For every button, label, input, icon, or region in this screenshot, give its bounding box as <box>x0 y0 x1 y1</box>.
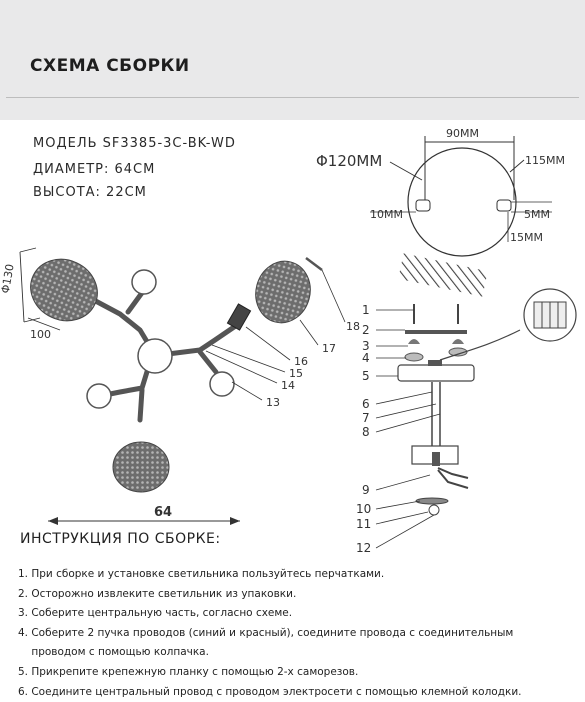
canopy-bottom-label: 15MM <box>510 231 543 244</box>
lamp-socket <box>226 303 252 331</box>
callout-11: 11 <box>356 517 371 531</box>
instruction-step: 4. Соберите 2 пучка проводов (синий и кр… <box>18 626 514 639</box>
callout-6: 6 <box>362 397 370 411</box>
callout-12: 12 <box>356 541 371 555</box>
canopy-box <box>397 364 475 382</box>
glass-globe <box>209 371 235 397</box>
instruction-step: 2. Осторожно извлеките светильник из упа… <box>18 587 297 600</box>
height-label: ВЫСОТА: 22СМ <box>33 185 147 200</box>
shade-width-label: 100 <box>30 328 51 341</box>
canopy-depth-label: 115MM <box>525 154 565 167</box>
instruction-step: 1. При сборке и установке светильника по… <box>18 568 385 580</box>
ceiling-hatch <box>398 253 488 297</box>
callout-17: 17 <box>322 342 336 355</box>
instruction-step: проводом с помощью колпачка. <box>18 646 209 659</box>
canopy-left-label: 10MM <box>370 208 403 221</box>
callout-15: 15 <box>289 367 303 380</box>
instruction-step: 3. Соберите центральную часть, согласно … <box>18 607 293 620</box>
callout-4: 4 <box>362 351 370 365</box>
mesh-shade <box>30 258 98 322</box>
shade-diameter-label: Φ130 <box>0 263 17 294</box>
instructions-list: 1. При сборке и установке светильника по… <box>18 565 522 702</box>
instruction-step: 5. Прикрепите крепежную планку с помощью… <box>18 665 359 678</box>
header-band: СХЕМА СБОРКИ <box>0 0 585 120</box>
fixture-diagram: Φ130 100 64 13 14 15 16 17 18 <box>0 247 360 525</box>
canopy-width-label: 90MM <box>446 127 479 140</box>
instruction-step: 6. Соедините центральный провод с провод… <box>18 685 522 698</box>
mesh-shade <box>255 260 311 324</box>
canopy-outline <box>407 147 517 257</box>
callout-10: 10 <box>356 502 371 516</box>
instructions-heading: ИНСТРУКЦИЯ ПО СБОРКЕ: <box>20 531 221 547</box>
callout-9: 9 <box>362 483 370 497</box>
callout-14: 14 <box>281 379 295 392</box>
mesh-shade <box>112 441 170 493</box>
callout-16: 16 <box>294 355 308 368</box>
callout-8: 8 <box>362 425 370 439</box>
canopy-diameter-label: Φ120MM <box>316 152 382 170</box>
header-divider <box>6 97 579 98</box>
callout-3: 3 <box>362 339 370 353</box>
exploded-assembly-diagram: 1 2 3 4 5 6 7 8 9 10 11 12 <box>356 253 577 555</box>
callout-18: 18 <box>346 320 360 333</box>
overall-width-label: 64 <box>154 505 172 520</box>
callout-5: 5 <box>362 369 370 383</box>
center-hub <box>137 338 173 374</box>
glass-globe <box>86 383 112 409</box>
canopy-diagram: 90MM Φ120MM 115MM 10MM 5MM 15MM <box>316 127 565 257</box>
callout-2: 2 <box>362 323 370 337</box>
callout-1: 1 <box>362 303 370 317</box>
model-label: МОДЕЛЬ SF3385-3C-BK-WD <box>33 136 236 151</box>
diameter-label: ДИАМЕТР: 64СМ <box>33 162 156 177</box>
callout-13: 13 <box>266 396 280 409</box>
left-mount-slot <box>415 199 431 212</box>
callout-7: 7 <box>362 411 370 425</box>
page-title: СХЕМА СБОРКИ <box>30 56 190 76</box>
canopy-right-label: 5MM <box>524 208 550 221</box>
right-mount-slot <box>496 199 512 212</box>
glass-globe <box>131 269 157 295</box>
mounting-plate <box>405 330 467 334</box>
